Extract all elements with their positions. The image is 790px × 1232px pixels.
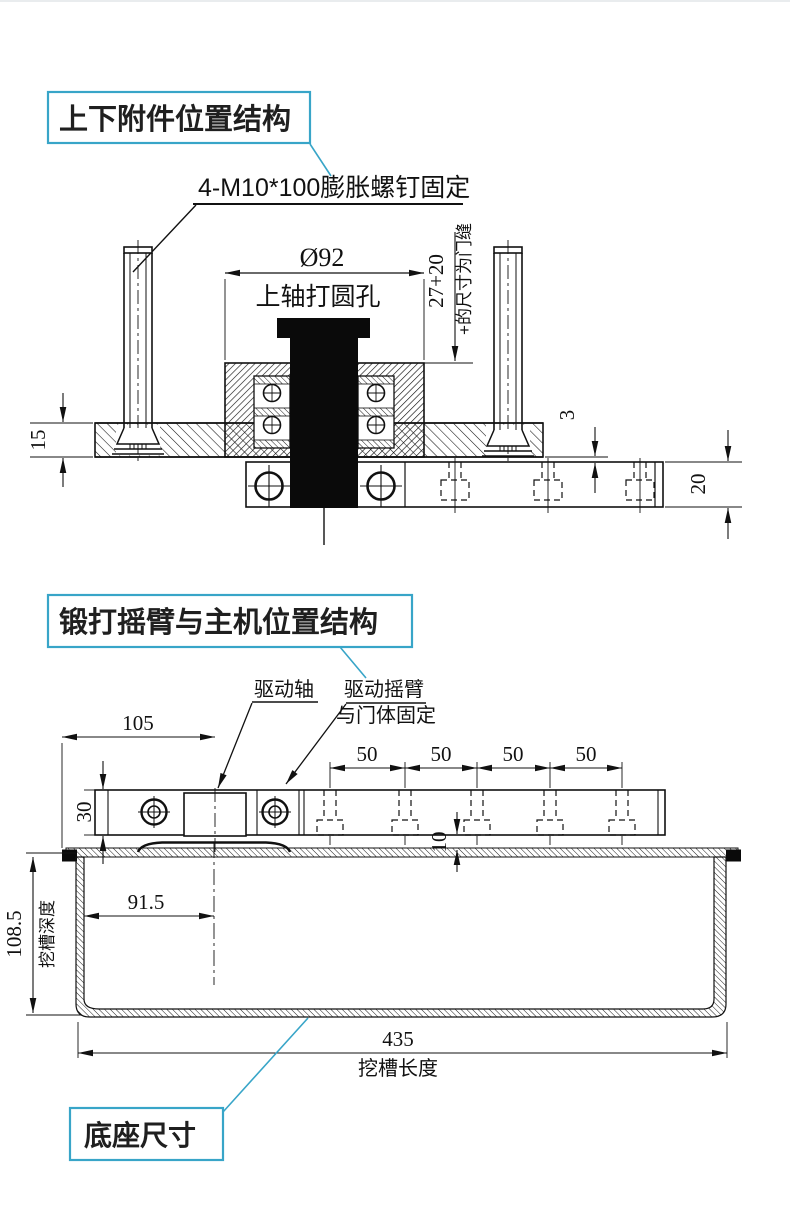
dim-groove-depth: 108.5 挖槽深度 <box>2 852 82 1016</box>
dim-offset-105: 105 <box>61 711 215 848</box>
left-expansion-bolt <box>112 240 164 462</box>
base-size-callout-box: 底座尺寸 <box>68 1017 309 1162</box>
stack-note-text: +的尺寸为门缝 <box>455 223 474 335</box>
dim-stack-text: 27+20 <box>424 254 448 308</box>
pivot-shaft <box>277 318 370 545</box>
hole-label-text: 上轴打圆孔 <box>255 283 380 311</box>
base-callout-leader-line <box>222 1017 309 1113</box>
dim-groove-depth-text: 108.5 <box>2 910 26 957</box>
dim-spacing-3: 50 <box>503 742 524 766</box>
rocker-arm-label-line2: 与门体固定 <box>336 704 436 727</box>
drive-shaft-callout: 驱动轴 <box>217 678 318 789</box>
dim-plate-gap-text: 10 <box>427 832 451 853</box>
dim-offset-text: 105 <box>122 711 154 735</box>
diagram2-title: 锻打摇臂与主机位置结构 <box>59 605 378 639</box>
arm-bolt-head-left <box>138 796 170 828</box>
callout-leader-line <box>132 204 197 273</box>
expansion-bolt-callout-text: 4-M10*100膨胀螺钉固定 <box>198 174 470 202</box>
right-bearing <box>357 375 395 449</box>
dim-groove-length: 435 挖槽长度 <box>77 1022 728 1080</box>
dim-arm-height: 30 <box>72 761 107 864</box>
dim-spacing-4: 50 <box>576 742 597 766</box>
base-callout-text: 底座尺寸 <box>84 1119 196 1151</box>
groove-depth-label-text: 挖槽深度 <box>38 900 57 968</box>
title-box-top-structure: 上下附件位置结构 <box>46 90 332 177</box>
dim-center-offset: 91.5 <box>84 890 214 920</box>
floor-cover-plate <box>62 847 741 862</box>
arm-bolt-head-right <box>259 796 291 828</box>
dim-diameter-92: Ø92 上轴打圆孔 <box>224 243 425 360</box>
screw-hole-left <box>248 465 290 507</box>
title2-leader-line <box>339 646 367 679</box>
groove-length-label-text: 挖槽长度 <box>358 1057 438 1080</box>
dim-groove-length-text: 435 <box>382 1027 414 1051</box>
right-expansion-bolt <box>482 240 534 462</box>
dim-center-offset-text: 91.5 <box>128 890 165 914</box>
diagram1-title: 上下附件位置结构 <box>59 102 291 136</box>
dim-stack-height: 27+20 +的尺寸为门缝 <box>424 223 474 364</box>
title1-leader-line <box>309 143 332 177</box>
dim-plate-thickness: 15 <box>26 393 93 487</box>
expansion-bolt-callout: 4-M10*100膨胀螺钉固定 <box>132 174 470 273</box>
hidden-bolts-top-drawing <box>440 458 655 513</box>
dim-arm-height-text: 30 <box>72 802 96 823</box>
rocker-arm-label-line1: 驱动摇臂 <box>344 678 424 701</box>
rocker-arm-bar <box>94 788 666 852</box>
title-box-rocker-structure: 锻打摇臂与主机位置结构 <box>46 593 414 679</box>
dim-spacing-1: 50 <box>357 742 378 766</box>
dim-clearance-text: 3 <box>555 410 579 421</box>
screw-hole-right <box>360 465 402 507</box>
page-top-divider <box>0 0 790 2</box>
rocker-arm-callout: 驱动摇臂 与门体固定 <box>285 678 436 785</box>
dim-arm-thickness: 20 <box>665 430 742 539</box>
dim-plate-thickness-text: 15 <box>26 430 50 451</box>
dim-diameter-text: Ø92 <box>300 243 345 272</box>
dim-bolt-spacing-row: 50 50 50 50 <box>329 742 623 788</box>
dim-spacing-2: 50 <box>431 742 452 766</box>
hidden-bolts-bottom-drawing <box>316 790 636 845</box>
dim-clearance: 3 <box>545 410 608 493</box>
base-tub <box>75 842 727 1018</box>
drive-shaft-label: 驱动轴 <box>254 678 314 701</box>
left-bearing <box>253 375 291 449</box>
dim-arm-thickness-text: 20 <box>686 474 710 495</box>
